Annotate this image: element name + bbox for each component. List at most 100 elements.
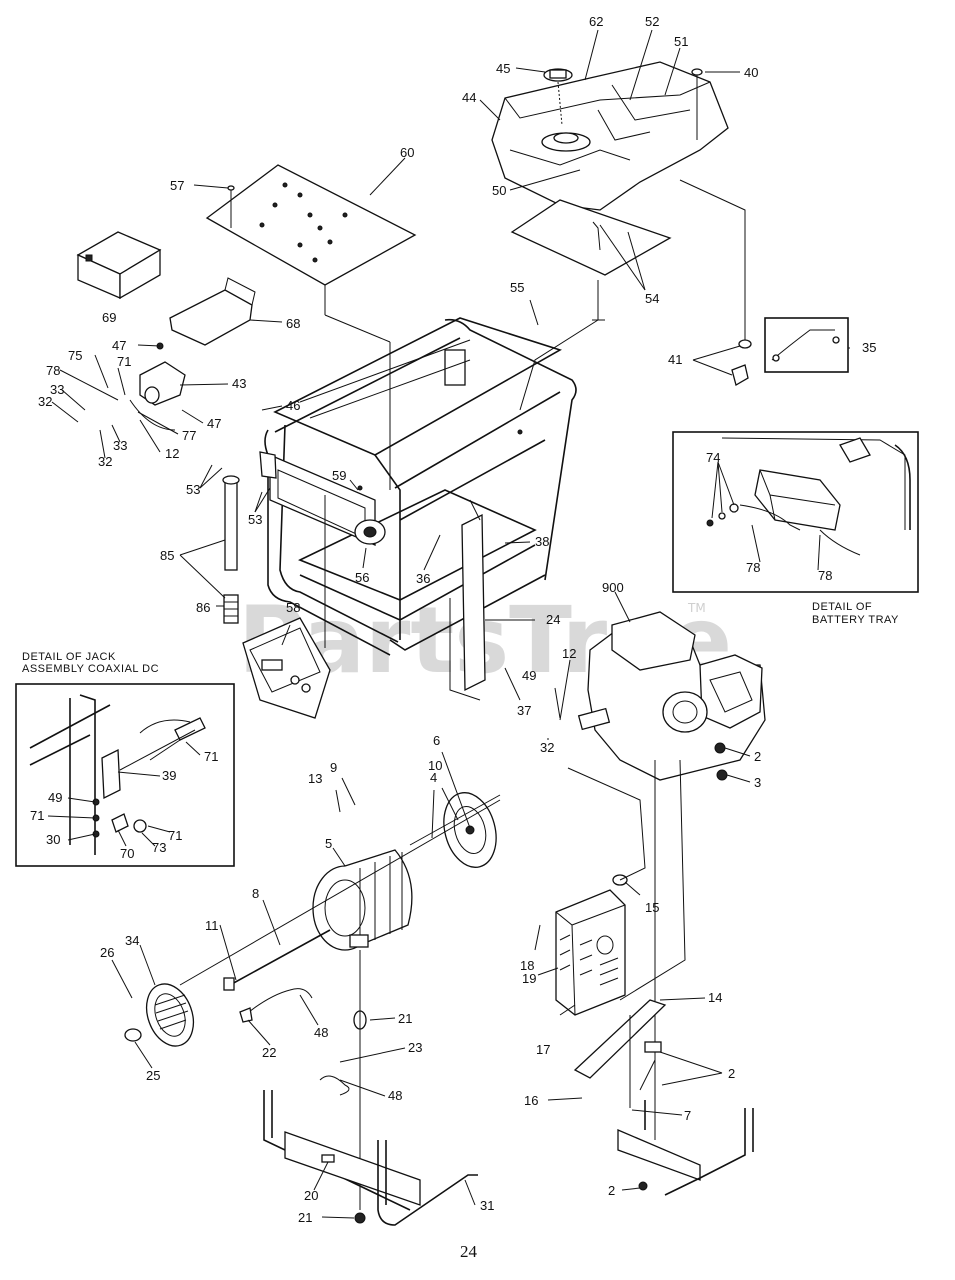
- callout-20: 20: [304, 1188, 318, 1203]
- callout-35: 35: [862, 340, 876, 355]
- callout-18: 18: [520, 958, 534, 973]
- rotor-shaft: [179, 794, 501, 991]
- callout-22: 22: [262, 1045, 276, 1060]
- callout-74: 74: [706, 450, 720, 465]
- callout-86: 86: [196, 600, 210, 615]
- fuel-tank: [491, 61, 729, 211]
- callout-32-engine: 32: [540, 740, 554, 755]
- callout-17: 17: [536, 1042, 550, 1057]
- callout-70: 70: [120, 846, 134, 861]
- callout-59: 59: [332, 468, 346, 483]
- callout-62: 62: [589, 14, 603, 29]
- jack-detail-drawing: [29, 694, 206, 855]
- callout-39: 39: [162, 768, 176, 783]
- callout-5: 5: [325, 836, 332, 851]
- control-box: [242, 617, 331, 719]
- callout-52: 52: [645, 14, 659, 29]
- heat-shield: [573, 999, 667, 1079]
- callout-78-breaker: 78: [46, 363, 60, 378]
- callout-55: 55: [510, 280, 524, 295]
- front-cradle: [263, 1090, 478, 1226]
- callout-68: 68: [286, 316, 300, 331]
- control-panel-frame: [269, 454, 386, 546]
- callout-2-engine: 2: [754, 749, 761, 764]
- callout-48-top: 48: [314, 1025, 328, 1040]
- callout-58: 58: [286, 600, 300, 615]
- callout-21-bottom: 21: [298, 1210, 312, 1225]
- callout-75: 75: [68, 348, 82, 363]
- muffler: [555, 874, 628, 1016]
- callout-69: 69: [102, 310, 116, 325]
- callout-54: 54: [645, 291, 659, 306]
- callout-19: 19: [522, 971, 536, 986]
- callout-10: 10: [428, 758, 442, 773]
- rear-cradle: [617, 1100, 754, 1196]
- callout-40: 40: [744, 65, 758, 80]
- callout-12-engine: 12: [562, 646, 576, 661]
- alternator-stator: [312, 849, 413, 951]
- top-panel: [205, 164, 417, 286]
- breaker-assembly: [129, 361, 186, 431]
- callout-51: 51: [674, 34, 688, 49]
- callout-45: 45: [496, 61, 510, 76]
- callout-15: 15: [645, 900, 659, 915]
- callout-32-left: 32: [38, 394, 52, 409]
- callout-8: 8: [252, 886, 259, 901]
- callout-34: 34: [125, 933, 139, 948]
- callout-24: 24: [546, 612, 560, 627]
- callout-23: 23: [408, 1040, 422, 1055]
- callout-32-right: 32: [98, 454, 112, 469]
- callout-26: 26: [100, 945, 114, 960]
- engine: [577, 611, 766, 1140]
- callout-47-top: 47: [112, 338, 126, 353]
- callout-leaders: [47, 29, 850, 1219]
- battery: [76, 231, 162, 300]
- jack-detail-title-line1: DETAIL OF JACK: [22, 651, 116, 663]
- callout-77: 77: [182, 428, 196, 443]
- battery-terminal-41: [731, 339, 752, 386]
- rear-bearing-carrier: [443, 792, 497, 868]
- callout-36: 36: [416, 571, 430, 586]
- callout-6: 6: [433, 733, 440, 748]
- callout-50: 50: [492, 183, 506, 198]
- detail-box-battery-tray: [672, 431, 919, 593]
- watermark-trademark: TM: [687, 601, 706, 615]
- callout-78-tray-left: 78: [746, 560, 760, 575]
- callout-3: 3: [754, 775, 761, 790]
- callout-71-jack-left: 71: [30, 808, 44, 823]
- callout-9: 9: [330, 760, 337, 775]
- callout-53-right: 53: [248, 512, 262, 527]
- callout-labels: 62 52 51 45 40 44 60 57 50 54 69 68 55 4…: [30, 14, 876, 1225]
- callout-73: 73: [152, 840, 166, 855]
- callout-78-tray-right: 78: [818, 568, 832, 583]
- callout-49-engine: 49: [522, 668, 536, 683]
- callout-56: 56: [355, 570, 369, 585]
- callout-25: 25: [146, 1068, 160, 1083]
- handle: [222, 451, 277, 624]
- callout-31: 31: [480, 1198, 494, 1213]
- callout-47-bottom: 47: [207, 416, 221, 431]
- battery-cable: [771, 329, 840, 362]
- callout-2-shield: 2: [728, 1066, 735, 1081]
- bracket: [449, 499, 486, 701]
- callout-13: 13: [308, 771, 322, 786]
- callout-57: 57: [170, 178, 184, 193]
- callout-7: 7: [684, 1108, 691, 1123]
- callout-41: 41: [668, 352, 682, 367]
- detail-box-cable: [764, 317, 849, 373]
- fan-cover: [124, 983, 195, 1047]
- generator-frame: [264, 317, 577, 656]
- callout-38: 38: [535, 534, 549, 549]
- callout-46: 46: [286, 398, 300, 413]
- callout-12-breaker: 12: [165, 446, 179, 461]
- callout-2-base: 2: [608, 1183, 615, 1198]
- callout-49-jack: 49: [48, 790, 62, 805]
- callout-48-bottom: 48: [388, 1088, 402, 1103]
- callout-53-left: 53: [186, 482, 200, 497]
- callout-44: 44: [462, 90, 476, 105]
- battery-detail-title-line1: DETAIL OF: [812, 601, 872, 613]
- battery-tray-detail-drawing: [706, 437, 911, 556]
- callout-33-left: 33: [50, 382, 64, 397]
- callout-37: 37: [517, 703, 531, 718]
